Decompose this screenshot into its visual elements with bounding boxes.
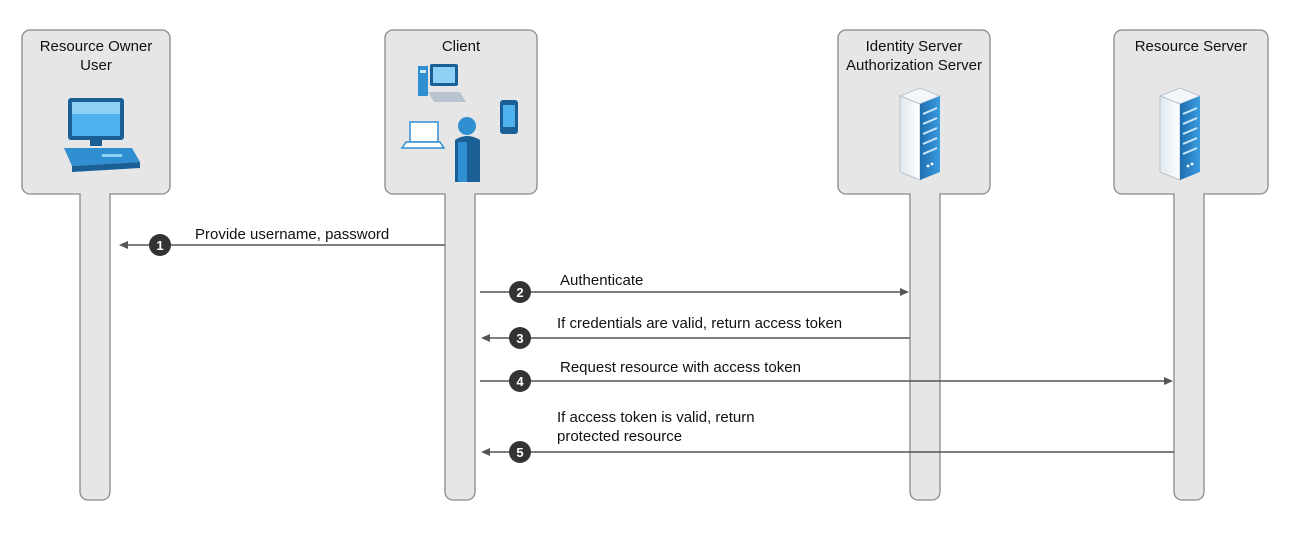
- step-badge-3: [509, 327, 531, 349]
- step-number-4: 4: [516, 374, 524, 389]
- step-number-5: 5: [516, 445, 523, 460]
- step-number-1: 1: [156, 238, 163, 253]
- message-4: 4 Request resource with access token: [480, 359, 1173, 392]
- client-devices-user-icon: [400, 64, 518, 182]
- message-5: 5 If access token is valid, return prote…: [481, 409, 1174, 463]
- participant-owner-label-line-2: User: [80, 57, 112, 74]
- participant-owner-label-line-1: Resource Owner: [40, 38, 153, 55]
- participant-client: Client: [384, 29, 538, 501]
- message-4-label: Request resource with access token: [560, 359, 801, 376]
- step-badge-4: [509, 370, 531, 392]
- message-1-arrowhead: [119, 241, 128, 249]
- step-badge-5: [509, 441, 531, 463]
- message-3-label: If credentials are valid, return access …: [557, 315, 842, 332]
- message-5-label-line-1: If access token is valid, return: [557, 409, 755, 426]
- step-number-3: 3: [516, 331, 523, 346]
- step-number-2: 2: [516, 285, 523, 300]
- lifeline-resserver: [1113, 29, 1269, 501]
- message-5-arrowhead: [481, 448, 490, 456]
- participant-owner: Resource Owner User: [21, 29, 171, 501]
- message-2: 2 Authenticate: [480, 272, 909, 303]
- server-tower-icon: [1158, 87, 1202, 181]
- step-badge-2: [509, 281, 531, 303]
- message-4-arrowhead: [1164, 377, 1173, 385]
- participant-idserver-label-line-2: Authorization Server: [846, 57, 982, 74]
- step-badge-1: [149, 234, 171, 256]
- participant-idserver: Identity Server Authorization Server: [837, 29, 991, 501]
- participant-resserver-label: Resource Server: [1135, 38, 1248, 55]
- desktop-computer-icon: [64, 98, 140, 172]
- lifeline-owner: [21, 29, 171, 501]
- message-2-label: Authenticate: [560, 272, 643, 289]
- participant-client-label: Client: [442, 38, 481, 55]
- message-2-arrowhead: [900, 288, 909, 296]
- message-3-arrowhead: [481, 334, 490, 342]
- participant-idserver-label-line-1: Identity Server: [866, 38, 963, 55]
- message-1-label: Provide username, password: [195, 226, 389, 243]
- lifeline-idserver: [837, 29, 991, 501]
- server-tower-icon: [898, 87, 942, 181]
- participant-resserver: Resource Server: [1113, 29, 1269, 501]
- message-5-label-line-2: protected resource: [557, 428, 682, 445]
- message-3: 3 If credentials are valid, return acces…: [481, 315, 910, 349]
- message-1: 1 Provide username, password: [119, 226, 445, 256]
